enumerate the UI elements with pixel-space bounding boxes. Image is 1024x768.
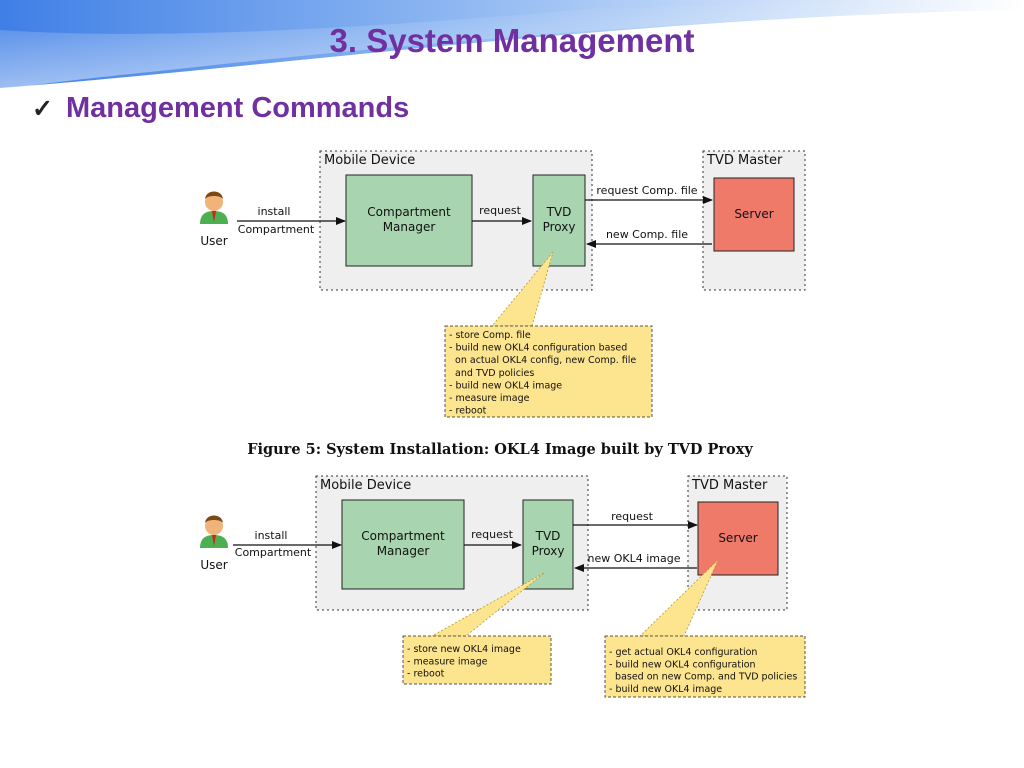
compartment-manager-box-2 bbox=[341, 499, 465, 590]
compartment-manager-label: Compartment bbox=[367, 205, 451, 219]
note-line: - get actual OKL4 configuration bbox=[609, 647, 757, 658]
compartment-manager-label-fig2: Compartment bbox=[361, 529, 445, 543]
figure-5-caption: Figure 5: System Installation: OKL4 Imag… bbox=[247, 441, 753, 458]
tvd-master-label: TVD Master bbox=[706, 153, 783, 168]
user-label-2: User bbox=[200, 558, 227, 572]
figure-1: Mobile Device TVD Master User install Co… bbox=[200, 150, 806, 458]
new-comp-file-label: new Comp. file bbox=[606, 228, 688, 241]
install-label-fig2: install bbox=[255, 529, 288, 542]
slide-title: 3. System Management bbox=[329, 22, 695, 59]
tvd-proxy-box bbox=[532, 174, 586, 267]
tvd-proxy-label-2: Proxy bbox=[543, 220, 576, 234]
note-line: - store new OKL4 image bbox=[407, 644, 521, 655]
request-to-server-label: request bbox=[611, 510, 654, 523]
tvd-master-label-2: TVD Master bbox=[691, 478, 768, 493]
compartment-manager-label-fig2-2: Manager bbox=[377, 544, 430, 558]
note-line: - reboot bbox=[407, 669, 445, 680]
bullet-heading: ✓ Management Commands bbox=[32, 92, 409, 125]
tvd-proxy-box-2 bbox=[522, 499, 574, 590]
request-label: request bbox=[479, 204, 522, 217]
callout-pointer bbox=[491, 251, 554, 327]
note-line: - build new OKL4 image bbox=[449, 380, 562, 391]
note-line: based on new Comp. and TVD policies bbox=[609, 672, 797, 683]
server-box-2 bbox=[697, 501, 779, 576]
proxy-note-text: - store Comp. file - build new OKL4 confi… bbox=[449, 330, 636, 417]
user-icon bbox=[200, 191, 228, 224]
note-line: and TVD policies bbox=[449, 368, 534, 379]
tvd-proxy-label: TVD bbox=[546, 205, 572, 219]
tvd-proxy-label-fig2: TVD bbox=[535, 529, 561, 543]
note-line: on actual OKL4 config, new Comp. file bbox=[449, 355, 636, 366]
user-label: User bbox=[200, 234, 227, 248]
new-okl4-image-label: new OKL4 image bbox=[588, 552, 681, 565]
tvd-proxy-label-fig2-2: Proxy bbox=[532, 544, 565, 558]
mobile-device-label-2: Mobile Device bbox=[320, 478, 411, 493]
compartment-manager-label-2: Manager bbox=[383, 220, 436, 234]
proxy-note-2 bbox=[402, 635, 552, 685]
server-note bbox=[604, 635, 806, 698]
note-line: - build new OKL4 configuration bbox=[609, 659, 756, 670]
install-label-fig2-2: Compartment bbox=[235, 546, 312, 559]
server-label: Server bbox=[734, 207, 773, 221]
note-line: - build new OKL4 configuration based bbox=[449, 343, 627, 354]
bullet-text: Management Commands bbox=[66, 92, 410, 124]
mobile-device-label: Mobile Device bbox=[324, 153, 415, 168]
request-comp-file-label: request Comp. file bbox=[596, 184, 697, 197]
background-wave bbox=[0, 0, 1024, 90]
user-icon-2 bbox=[200, 515, 228, 548]
compartment-manager-box bbox=[345, 174, 473, 267]
note-line: - measure image bbox=[407, 656, 488, 667]
install-label: install bbox=[258, 205, 291, 218]
server-box bbox=[713, 177, 795, 252]
note-line: - build new OKL4 image bbox=[609, 684, 722, 695]
note-line: - measure image bbox=[449, 393, 530, 404]
proxy-note-2-text: - store new OKL4 image- measure image - r… bbox=[407, 644, 521, 680]
request-label-fig2: request bbox=[471, 528, 514, 541]
server-note-text: - get actual OKL4 configuration- build n… bbox=[609, 647, 797, 695]
proxy-note bbox=[444, 325, 653, 418]
callout-pointer-server bbox=[639, 559, 719, 637]
note-line: - reboot bbox=[449, 406, 487, 417]
figure-2: Mobile Device TVD Master User install Co… bbox=[200, 475, 806, 698]
install-label-2: Compartment bbox=[238, 223, 315, 236]
server-label-fig2: Server bbox=[718, 531, 757, 545]
check-icon: ✓ bbox=[32, 95, 53, 123]
note-line: - store Comp. file bbox=[449, 330, 531, 341]
